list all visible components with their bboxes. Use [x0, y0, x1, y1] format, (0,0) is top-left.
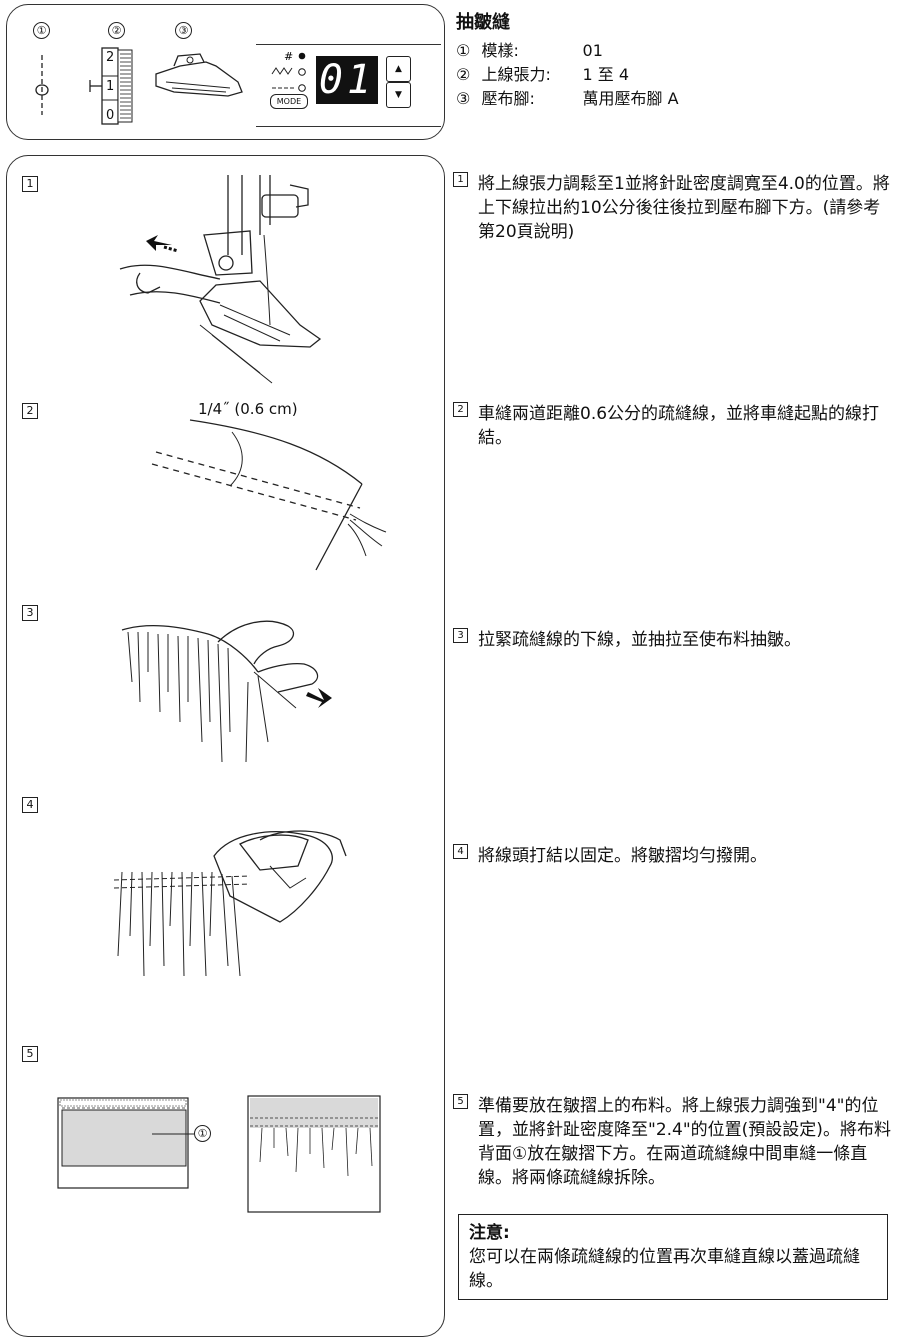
marker-3: ③	[175, 22, 192, 39]
figure-2-measurement-label: 1/4˝ (0.6 cm)	[198, 400, 298, 418]
spec-index: ③	[456, 89, 471, 108]
pattern-display: 01	[316, 56, 378, 104]
straight-stitch-pattern-icon	[35, 55, 49, 115]
step-1-body: 將上線張力調鬆至1並將針趾密度調寬至4.0的位置。將上下線拉出約10公分後往後拉…	[478, 174, 890, 242]
figure-4-ironing-gathers	[113, 830, 347, 977]
figure-5-fabric-placement	[57, 1095, 381, 1213]
spec-label: 壓布腳:	[481, 89, 535, 108]
step-marker-5: 5	[22, 1046, 38, 1062]
figure-3-gathering-fabric	[121, 620, 332, 763]
note-box: 注意: 您可以在兩條疏縫線的位置再次車縫直線以蓋過疏縫線。	[458, 1214, 888, 1300]
marker-1: ①	[33, 22, 50, 39]
mode-button[interactable]: MODE	[270, 94, 308, 109]
step-marker-1: 1	[22, 176, 38, 192]
step-3-number: 3	[453, 628, 468, 643]
note-title: 注意:	[469, 1223, 510, 1243]
display-frame-bottom	[256, 126, 441, 128]
step-2-body: 車縫兩道距離0.6公分的疏縫線，並將車縫起點的線打結。	[478, 404, 880, 448]
step-marker-2: 2	[22, 403, 38, 419]
dial-number-2: 2	[106, 50, 115, 65]
marker-2: ②	[108, 22, 125, 39]
step-3-body: 拉緊疏縫線的下線，並抽拉至使布料抽皺。	[478, 630, 801, 650]
step-1-text: 1 將上線張力調鬆至1並將針趾密度調寬至4.0的位置。將上下線拉出約10公分後往…	[453, 172, 893, 244]
spec-index: ②	[456, 65, 471, 84]
note-text: 您可以在兩條疏縫線的位置再次車縫直線以蓋過疏縫線。	[469, 1247, 860, 1291]
tension-dial-icon	[89, 47, 133, 125]
figure-1-presser-foot-threads	[119, 175, 322, 384]
up-button[interactable]: ▲	[386, 56, 411, 82]
step-4-body: 將線頭打結以固定。將皺摺均勻撥開。	[478, 846, 767, 866]
figure-2-basting-lines	[151, 419, 387, 571]
svg-text:#: #	[284, 50, 293, 63]
step-4-number: 4	[453, 844, 468, 859]
step-1-number: 1	[453, 172, 468, 187]
spec-label: 模樣:	[481, 41, 519, 60]
step-marker-4: 4	[22, 797, 38, 813]
step-marker-3: 3	[22, 605, 38, 621]
down-button[interactable]: ▼	[386, 82, 411, 108]
spec-row-tension: ② 上線張力: 1 至 4	[456, 64, 629, 86]
figure-5-callout-1: ①	[194, 1125, 211, 1142]
step-2-number: 2	[453, 402, 468, 417]
page-title: 抽皺縫	[456, 12, 510, 33]
spec-value: 01	[582, 41, 603, 60]
step-4-text: 4 將線頭打結以固定。將皺摺均勻撥開。	[453, 844, 893, 868]
stitch-mode-icons: #	[271, 50, 306, 92]
spec-index: ①	[456, 41, 471, 60]
spec-row-foot: ③ 壓布腳: 萬用壓布腳 A	[456, 88, 679, 110]
step-3-text: 3 拉緊疏縫線的下線，並抽拉至使布料抽皺。	[453, 628, 893, 652]
step-5-number: 5	[453, 1094, 468, 1109]
spec-row-pattern: ① 模樣: 01	[456, 40, 603, 62]
presser-foot-icon	[155, 53, 243, 97]
dial-number-1: 1	[106, 79, 115, 94]
display-frame	[256, 44, 441, 46]
spec-value: 萬用壓布腳 A	[582, 89, 679, 108]
step-5-body: 準備要放在皺摺上的布料。將上線張力調強到"4"的位置，並將針趾密度降至"2.4"…	[478, 1096, 891, 1188]
spec-value: 1 至 4	[582, 65, 630, 84]
step-5-text: 5 準備要放在皺摺上的布料。將上線張力調強到"4"的位置，並將針趾密度降至"2.…	[453, 1094, 893, 1190]
dial-number-0: 0	[106, 108, 115, 123]
spec-label: 上線張力:	[481, 65, 551, 84]
step-2-text: 2 車縫兩道距離0.6公分的疏縫線，並將車縫起點的線打結。	[453, 402, 893, 450]
